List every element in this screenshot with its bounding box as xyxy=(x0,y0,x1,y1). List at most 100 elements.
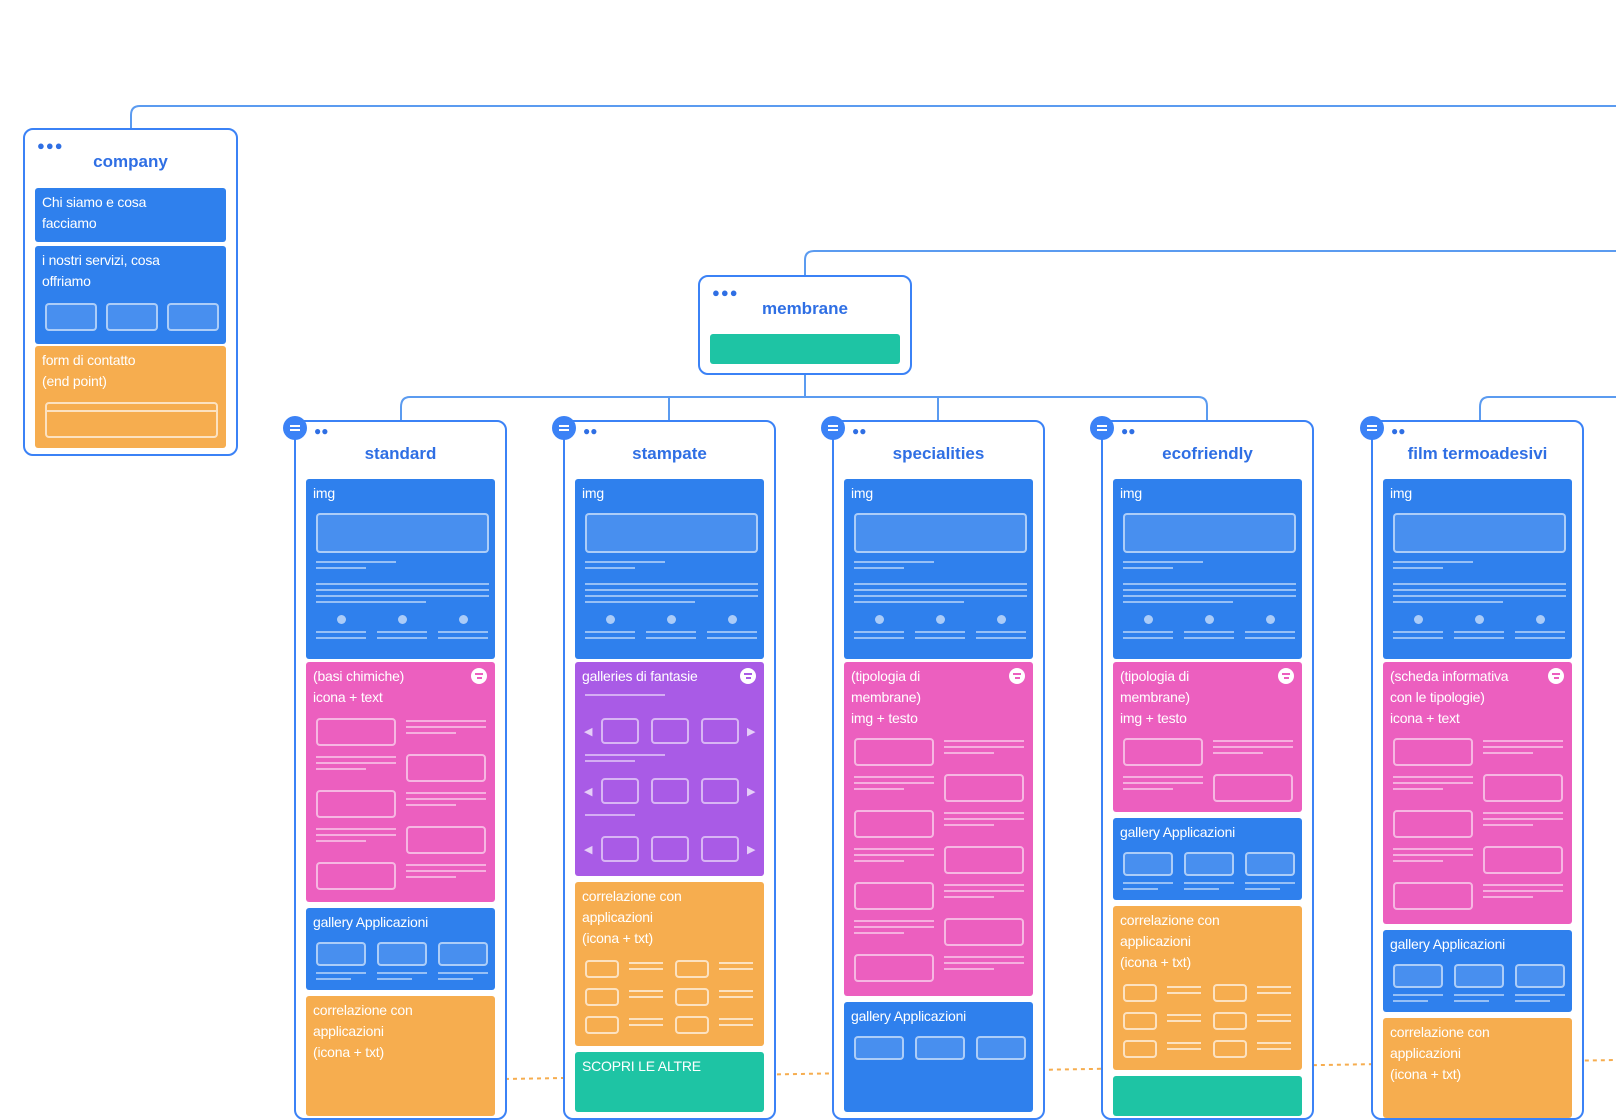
section-handle-icon[interactable] xyxy=(821,416,845,440)
wireframe-line xyxy=(377,972,427,974)
chevron-left-icon[interactable]: ◀ xyxy=(584,786,593,798)
wireframe-line xyxy=(377,637,427,639)
wireframe-line xyxy=(1483,740,1563,742)
filter-icon[interactable] xyxy=(471,668,487,684)
wireframe-line xyxy=(1393,589,1566,591)
company-block-form[interactable]: form di contatto (end point) xyxy=(35,346,226,448)
wireframe-line xyxy=(944,824,994,826)
company-block-chi-siamo[interactable]: Chi siamo e cosa facciamo xyxy=(35,188,226,242)
filter-icon[interactable] xyxy=(1009,668,1025,684)
wireframe-line xyxy=(915,631,965,633)
scopri-block[interactable]: SCOPRI LE ALTRE xyxy=(575,1052,764,1112)
green-block[interactable] xyxy=(1113,1076,1302,1116)
wireframe-line xyxy=(1123,589,1296,591)
wireframe-line xyxy=(1245,637,1295,639)
wireframe-line xyxy=(719,1024,753,1026)
membrane-green-block[interactable] xyxy=(710,334,900,364)
filter-icon[interactable] xyxy=(1278,668,1294,684)
wireframe-line xyxy=(585,754,665,756)
column-card-standard[interactable]: ●● standard img (basi chimiche) icona + … xyxy=(283,416,507,1120)
gallery-block[interactable]: gallery Applicazioni xyxy=(1113,818,1302,900)
filter-icon[interactable] xyxy=(1548,668,1564,684)
section-handle-icon[interactable] xyxy=(1360,416,1384,440)
company-card[interactable]: ●●● company Chi siamo e cosa facciamo i … xyxy=(23,128,238,456)
pink-block[interactable]: (scheda informativa con le tipologie) ic… xyxy=(1383,662,1572,924)
pink-block[interactable]: (tipologia di membrane) img + testo xyxy=(1113,662,1302,812)
wireframe-dot xyxy=(398,615,407,624)
more-options-icon[interactable]: ●● xyxy=(852,424,867,438)
wireframe-form-box xyxy=(45,402,218,438)
chevron-left-icon[interactable]: ◀ xyxy=(584,726,593,738)
column-card-stampate[interactable]: ●● stampate img galleries di fantasie xyxy=(552,416,776,1120)
more-options-icon[interactable]: ●● xyxy=(583,424,598,438)
wireframe-line xyxy=(438,637,488,639)
wireframe-line xyxy=(406,870,486,872)
wireframe-box xyxy=(1123,738,1203,766)
wireframe-box xyxy=(1483,774,1563,802)
block-label: (tipologia di membrane) img + testo xyxy=(851,668,921,726)
wireframe-dot xyxy=(1144,615,1153,624)
membrane-card[interactable]: ●●● membrane xyxy=(698,275,912,375)
img-block[interactable]: img xyxy=(1113,479,1302,659)
more-options-icon[interactable]: ●●● xyxy=(712,285,739,300)
wireframe-box xyxy=(1123,1040,1157,1058)
correlazione-block[interactable]: correlazione con applicazioni (icona + t… xyxy=(306,996,495,1116)
wireframe-line xyxy=(316,756,396,758)
wireframe-line xyxy=(316,631,366,633)
wireframe-box xyxy=(944,774,1024,802)
wireframe-line xyxy=(854,595,1027,597)
wireframe-line xyxy=(406,876,456,878)
wireframe-line xyxy=(1123,631,1173,633)
chevron-right-icon[interactable]: ▶ xyxy=(747,726,756,738)
correlazione-block[interactable]: correlazione con applicazioni (icona + t… xyxy=(1113,906,1302,1070)
pink-block[interactable]: (basi chimiche) icona + text xyxy=(306,662,495,902)
section-handle-icon[interactable] xyxy=(552,416,576,440)
wireframe-line xyxy=(1123,782,1203,784)
img-block[interactable]: img xyxy=(575,479,764,659)
wireframe-line xyxy=(1213,746,1293,748)
gallery-block[interactable]: gallery Applicazioni xyxy=(1383,930,1572,1012)
block-label: (tipologia di membrane) img + testo xyxy=(1120,668,1190,726)
correlazione-block[interactable]: correlazione con applicazioni (icona + t… xyxy=(1383,1018,1572,1118)
wireframe-line xyxy=(377,978,412,980)
section-handle-icon[interactable] xyxy=(1090,416,1114,440)
pink-block[interactable]: (tipologia di membrane) img + testo xyxy=(844,662,1033,996)
wireframe-line xyxy=(438,978,473,980)
gallery-block[interactable]: gallery Applicazioni xyxy=(844,1002,1033,1112)
wireframe-line xyxy=(707,631,757,633)
column-card-specialities[interactable]: ●● specialities img (tipologia di membra… xyxy=(821,416,1045,1120)
img-block[interactable]: img xyxy=(1383,479,1572,659)
galleries-block[interactable]: galleries di fantasie ◀ ▶ ◀ ▶ ◀ ▶ xyxy=(575,662,764,876)
wireframe-image xyxy=(1393,513,1566,553)
img-block[interactable]: img xyxy=(306,479,495,659)
more-options-icon[interactable]: ●● xyxy=(1391,424,1406,438)
more-options-icon[interactable]: ●●● xyxy=(37,138,64,153)
column-card-ecofriendly[interactable]: ●● ecofriendly img (tipologia di membran… xyxy=(1090,416,1314,1120)
filter-icon[interactable] xyxy=(740,668,756,684)
section-handle-icon[interactable] xyxy=(283,416,307,440)
wireframe-line xyxy=(1393,595,1566,597)
wireframe-line xyxy=(1123,561,1203,563)
column-card-film-termoadesivi[interactable]: ●● film termoadesivi img (scheda informa… xyxy=(1360,416,1584,1120)
wireframe-box xyxy=(1123,1012,1157,1030)
wireframe-box xyxy=(316,862,396,890)
chevron-right-icon[interactable]: ▶ xyxy=(747,844,756,856)
more-options-icon[interactable]: ●● xyxy=(1121,424,1136,438)
wireframe-line xyxy=(707,637,757,639)
wireframe-line xyxy=(585,561,665,563)
chevron-right-icon[interactable]: ▶ xyxy=(747,786,756,798)
chevron-left-icon[interactable]: ◀ xyxy=(584,844,593,856)
wireframe-line xyxy=(1483,752,1533,754)
wireframe-box xyxy=(1393,882,1473,910)
img-block[interactable]: img xyxy=(844,479,1033,659)
gallery-block[interactable]: gallery Applicazioni xyxy=(306,908,495,990)
wireframe-line xyxy=(944,746,1024,748)
wireframe-line xyxy=(585,760,635,762)
block-label: img xyxy=(313,485,335,501)
wireframe-line xyxy=(1454,637,1504,639)
more-options-icon[interactable]: ●● xyxy=(314,424,329,438)
wireframe-line xyxy=(1454,994,1504,996)
company-block-servizi[interactable]: i nostri servizi, cosa offriamo xyxy=(35,246,226,344)
correlazione-block[interactable]: correlazione con applicazioni (icona + t… xyxy=(575,882,764,1046)
connector-film-branch xyxy=(1479,396,1616,420)
